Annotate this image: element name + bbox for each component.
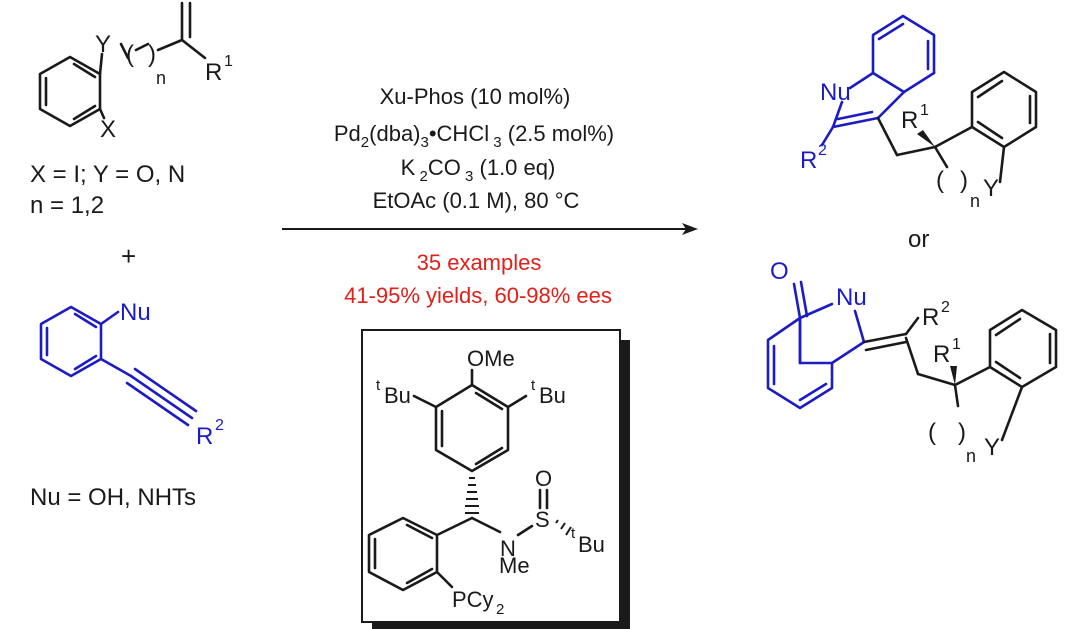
product1-ring-top — [871, 14, 936, 75]
condition-base: K 2CO 3 (1.0 eq) — [401, 155, 556, 185]
product2-paren-open: ( — [928, 419, 936, 446]
ligand-tbu-right: Bu — [539, 383, 566, 408]
ligand-ome-label: OMe — [467, 346, 515, 371]
ligand-tbu-s: Bu — [578, 532, 605, 557]
substrate1-definition-xy: X = I; Y = O, N — [30, 161, 185, 188]
bond-ring-to-nu — [99, 310, 120, 326]
or-label: or — [908, 226, 929, 253]
product1-bond-c-nu — [848, 71, 875, 90]
tether-chain — [119, 42, 130, 60]
ligand-hashed-bond — [465, 477, 479, 514]
product1-c2-c3 — [831, 116, 880, 129]
substrate2-benzene-ring — [39, 305, 103, 378]
bond-stereocenter-to-n — [470, 516, 502, 534]
product2-carbonyl-b — [799, 280, 809, 318]
product2-wedge-r1 — [950, 366, 957, 385]
tether-paren-close: ) — [148, 41, 156, 68]
bond-to-alkene-carbon — [156, 38, 207, 60]
substrate1-benzene-ring — [38, 55, 102, 128]
tether-inner-bond — [134, 42, 150, 52]
ligand-o-label: O — [535, 466, 552, 491]
product2-exo-double-a — [862, 332, 908, 344]
reaction-arrow — [282, 223, 698, 235]
ligand-tbu-left-t: t — [376, 377, 381, 394]
product2-n-label: n — [966, 446, 976, 466]
product1-n-label: n — [970, 191, 980, 211]
product2-r2-sup: 2 — [941, 299, 950, 316]
product2-benzo-ring — [766, 316, 834, 410]
ligand-structure-box: OMe t Bu t Bu N Me S O t Bu — [361, 329, 630, 629]
bond-to-phosphine — [435, 570, 454, 589]
product2-benzo-ring-right — [988, 308, 1058, 389]
bond-ring-to-x — [98, 107, 106, 120]
product1-ch2-bond-a — [876, 116, 899, 157]
product1-paren-close: ) — [960, 167, 968, 194]
ligand-pcy-label: PCy — [452, 587, 494, 612]
product1-nu-label: Nu — [820, 79, 851, 106]
bond-ring-to-alkyne — [99, 357, 133, 378]
product1-r1-sup: 1 — [920, 102, 929, 119]
product1-paren-open: ( — [936, 167, 944, 194]
alkyne-triple-bond-a — [129, 374, 194, 420]
result-yields-ees: 41-95% yields, 60-98% ees — [344, 283, 612, 308]
ligand-lower-aryl-ring — [367, 516, 439, 592]
ligand-tbu-left: Bu — [384, 383, 411, 408]
product2-y-label: Y — [984, 434, 1000, 461]
product2-paren-close: ) — [958, 419, 966, 446]
substrate1-definition-n: n = 1,2 — [30, 192, 104, 219]
alkyne-triple-bond-b — [133, 367, 198, 413]
result-examples: 35 examples — [417, 250, 542, 275]
substrate1-x-label: X — [100, 116, 116, 143]
product1-benzo-ring — [970, 70, 1038, 149]
condition-solvent: EtOAc (0.1 M), 80 °C — [373, 188, 580, 213]
substrate-aryl-halide: Y ( ) n R 1 X X = I; Y = O, N n = 1,2 — [30, 1, 233, 219]
product2-r2-label: R — [922, 304, 939, 331]
substrate2-r2-label: R — [196, 423, 213, 450]
condition-ligand: Xu-Phos (10 mol%) — [380, 84, 571, 109]
reaction-conditions: Xu-Phos (10 mol%) Pd2(dba)3•CHCl 3 (2.5 … — [334, 84, 614, 213]
product2-carbonyl-a — [792, 282, 802, 320]
substrate2-definition-nu: Nu = OH, NHTs — [30, 484, 196, 511]
condition-palladium: Pd2(dba)3•CHCl 3 (2.5 mol%) — [334, 121, 614, 151]
product-indole-type: Nu R 2 R 1 Y ( ) n — [800, 14, 1038, 211]
product2-r1-sup: 1 — [952, 336, 961, 353]
tether-paren-open: ( — [126, 41, 134, 68]
substrate1-r1-label: R — [205, 59, 222, 86]
product2-r1-label: R — [933, 341, 950, 368]
ligand-s-tbu-hashed-bond — [555, 519, 572, 536]
product2-o-label: O — [770, 258, 789, 285]
product1-r2-label: R — [800, 147, 817, 174]
substrate2-r2-sup: 2 — [215, 417, 224, 434]
bond-ring-to-y — [98, 52, 104, 76]
alkyne-triple-bond-c — [125, 381, 190, 427]
product1-r2-sup: 2 — [818, 142, 827, 159]
substrate2-nu-label: Nu — [120, 299, 151, 326]
ligand-tbu-right-t: t — [531, 377, 536, 394]
product2-nu-label: Nu — [836, 284, 867, 311]
ligand-me-label: Me — [499, 553, 530, 578]
product1-bond-to-r2 — [820, 125, 835, 147]
bond-to-tbu-right — [506, 394, 528, 409]
ligand-tbu-s-t: t — [571, 525, 576, 542]
bond-to-tbu-left — [412, 394, 438, 409]
product1-r1-label: R — [901, 107, 918, 134]
substrate1-r1-sup: 1 — [224, 53, 233, 70]
bond-stereocenter-to-ring — [435, 516, 474, 537]
product-isoindolinone-type: O Nu R 2 R 1 Y ( ) n — [766, 258, 1058, 466]
ligand-pcy-sub: 2 — [496, 601, 504, 618]
substrate-alkyne: Nu R 2 — [39, 299, 224, 450]
bond-n-to-s — [516, 524, 534, 537]
ligand-n-label: N — [500, 536, 516, 561]
substrate1-n-label: n — [156, 68, 166, 88]
ligand-s-label: S — [535, 507, 550, 532]
product1-wedge-r1 — [917, 130, 935, 147]
substrate1-y-label: Y — [95, 31, 111, 58]
product1-y-label: Y — [983, 175, 999, 202]
product1-ch2-bond-b — [895, 145, 937, 157]
product2-exo-double-b — [864, 340, 908, 352]
plus-sign: + — [121, 241, 136, 271]
product1-ring-fusion — [871, 71, 906, 94]
ligand-box-frame — [361, 329, 621, 623]
